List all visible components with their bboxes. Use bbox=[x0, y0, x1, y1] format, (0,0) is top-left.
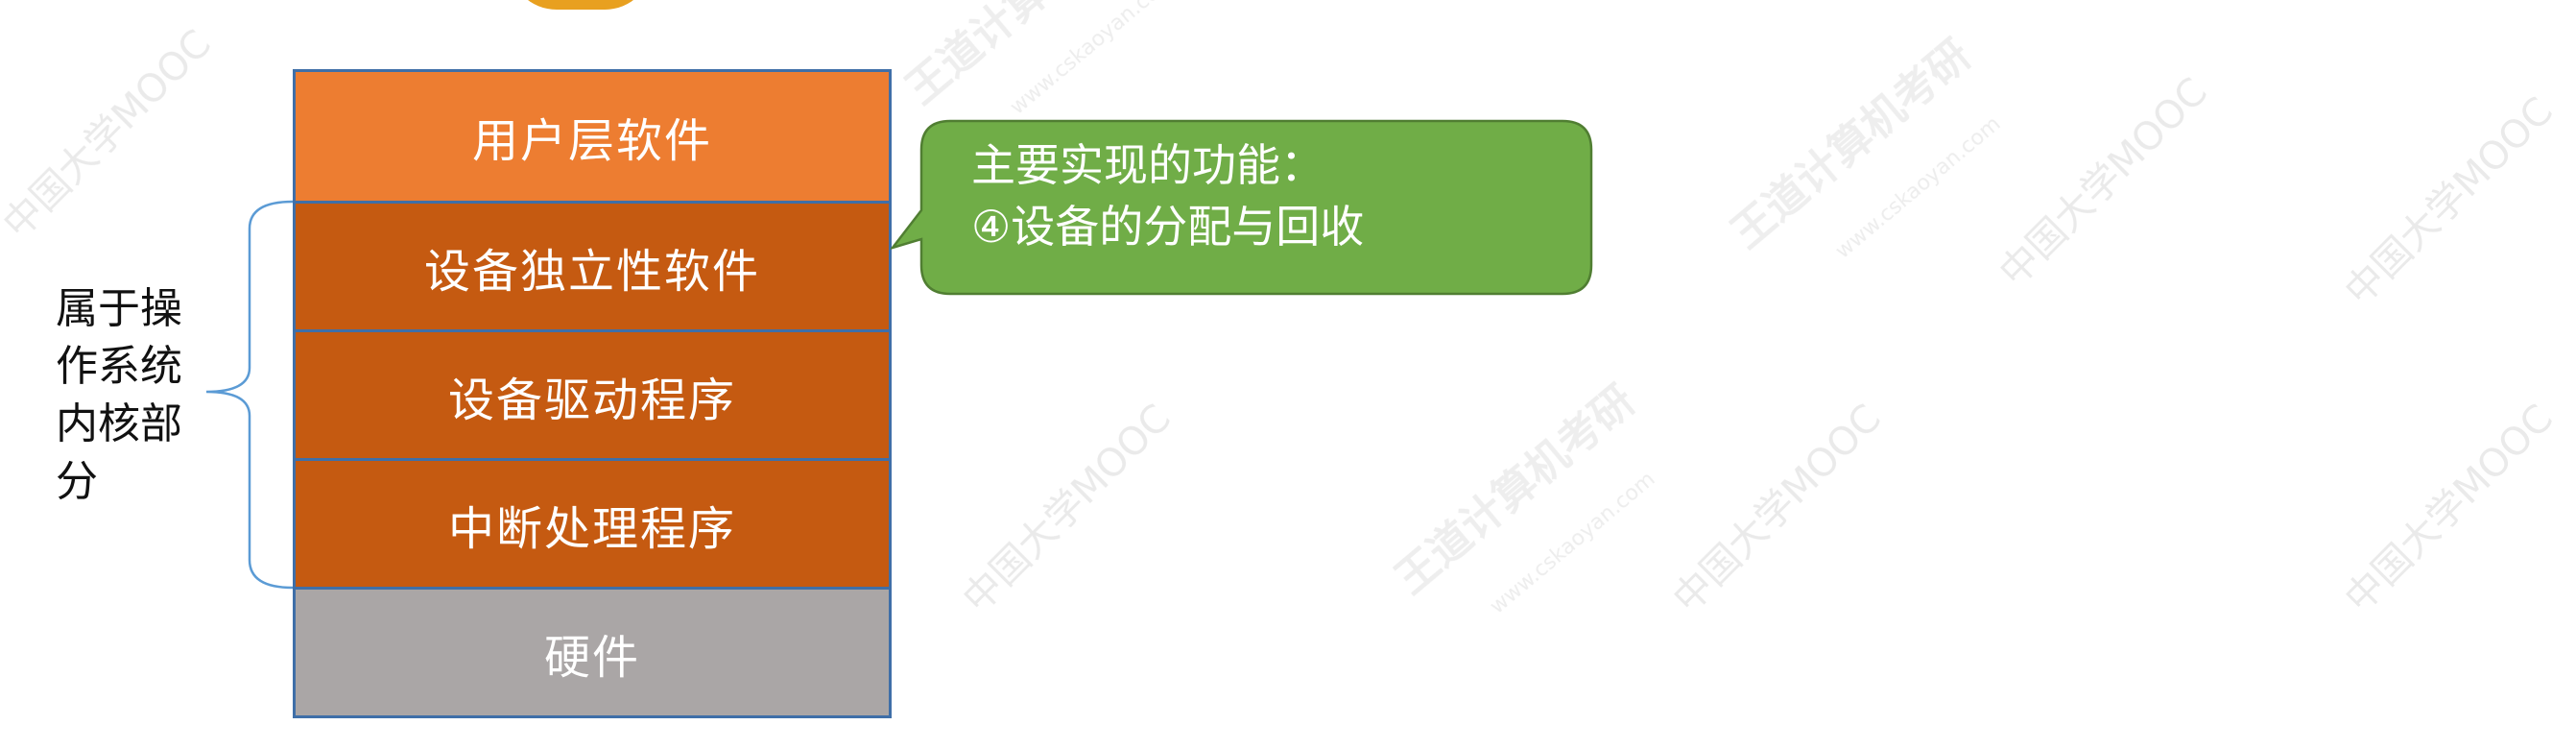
layer-label: 设备独立性软件 bbox=[423, 244, 760, 299]
watermark-site: www.cskaoyan.com bbox=[1486, 467, 1660, 618]
watermark-text: 中国大学MOOC bbox=[1665, 397, 1890, 621]
layer-label: 用户层软件 bbox=[471, 114, 712, 168]
callout-line-1: 主要实现的功能： bbox=[971, 139, 1324, 191]
io-software-layer-stack: 用户层软件 设备独立性软件 设备驱动程序 中断处理程序 硬件 bbox=[293, 69, 892, 718]
kernel-part-label: 属于操作系统内核部分 bbox=[56, 284, 182, 506]
layer-hardware: 硬件 bbox=[296, 587, 889, 715]
layer-label: 设备驱动程序 bbox=[447, 373, 736, 427]
watermark-brand: 王道计算机考研 bbox=[1386, 375, 1644, 603]
watermark-brand: 王道计算机考研 bbox=[896, 0, 1155, 113]
watermark-brand: 王道计算机考研 bbox=[1722, 30, 1980, 257]
layer-interrupt-handler: 中断处理程序 bbox=[296, 458, 889, 587]
watermark-text: 中国大学MOOC bbox=[955, 397, 1180, 621]
layer-device-driver: 设备驱动程序 bbox=[296, 329, 889, 458]
partial-circle-decoration bbox=[509, 0, 653, 10]
function-callout bbox=[891, 119, 1593, 296]
kernel-brace bbox=[205, 200, 293, 590]
callout-text: 主要实现的功能： ④设备的分配与回收 bbox=[971, 134, 1364, 257]
layer-user-software: 用户层软件 bbox=[296, 72, 889, 201]
watermark-text: 中国大学MOOC bbox=[1992, 70, 2216, 295]
callout-line-2: ④设备的分配与回收 bbox=[971, 201, 1365, 253]
watermark-text: 中国大学MOOC bbox=[0, 22, 220, 247]
layer-label: 中断处理程序 bbox=[447, 501, 736, 556]
watermark-text: 中国大学MOOC bbox=[2337, 397, 2562, 621]
watermark-text: 中国大学MOOC bbox=[2337, 89, 2562, 314]
layer-device-independent-software: 设备独立性软件 bbox=[296, 201, 889, 329]
watermark-site: www.cskaoyan.com bbox=[1006, 0, 1181, 120]
watermark-site: www.cskaoyan.com bbox=[1831, 111, 2006, 263]
layer-label: 硬件 bbox=[543, 630, 640, 685]
